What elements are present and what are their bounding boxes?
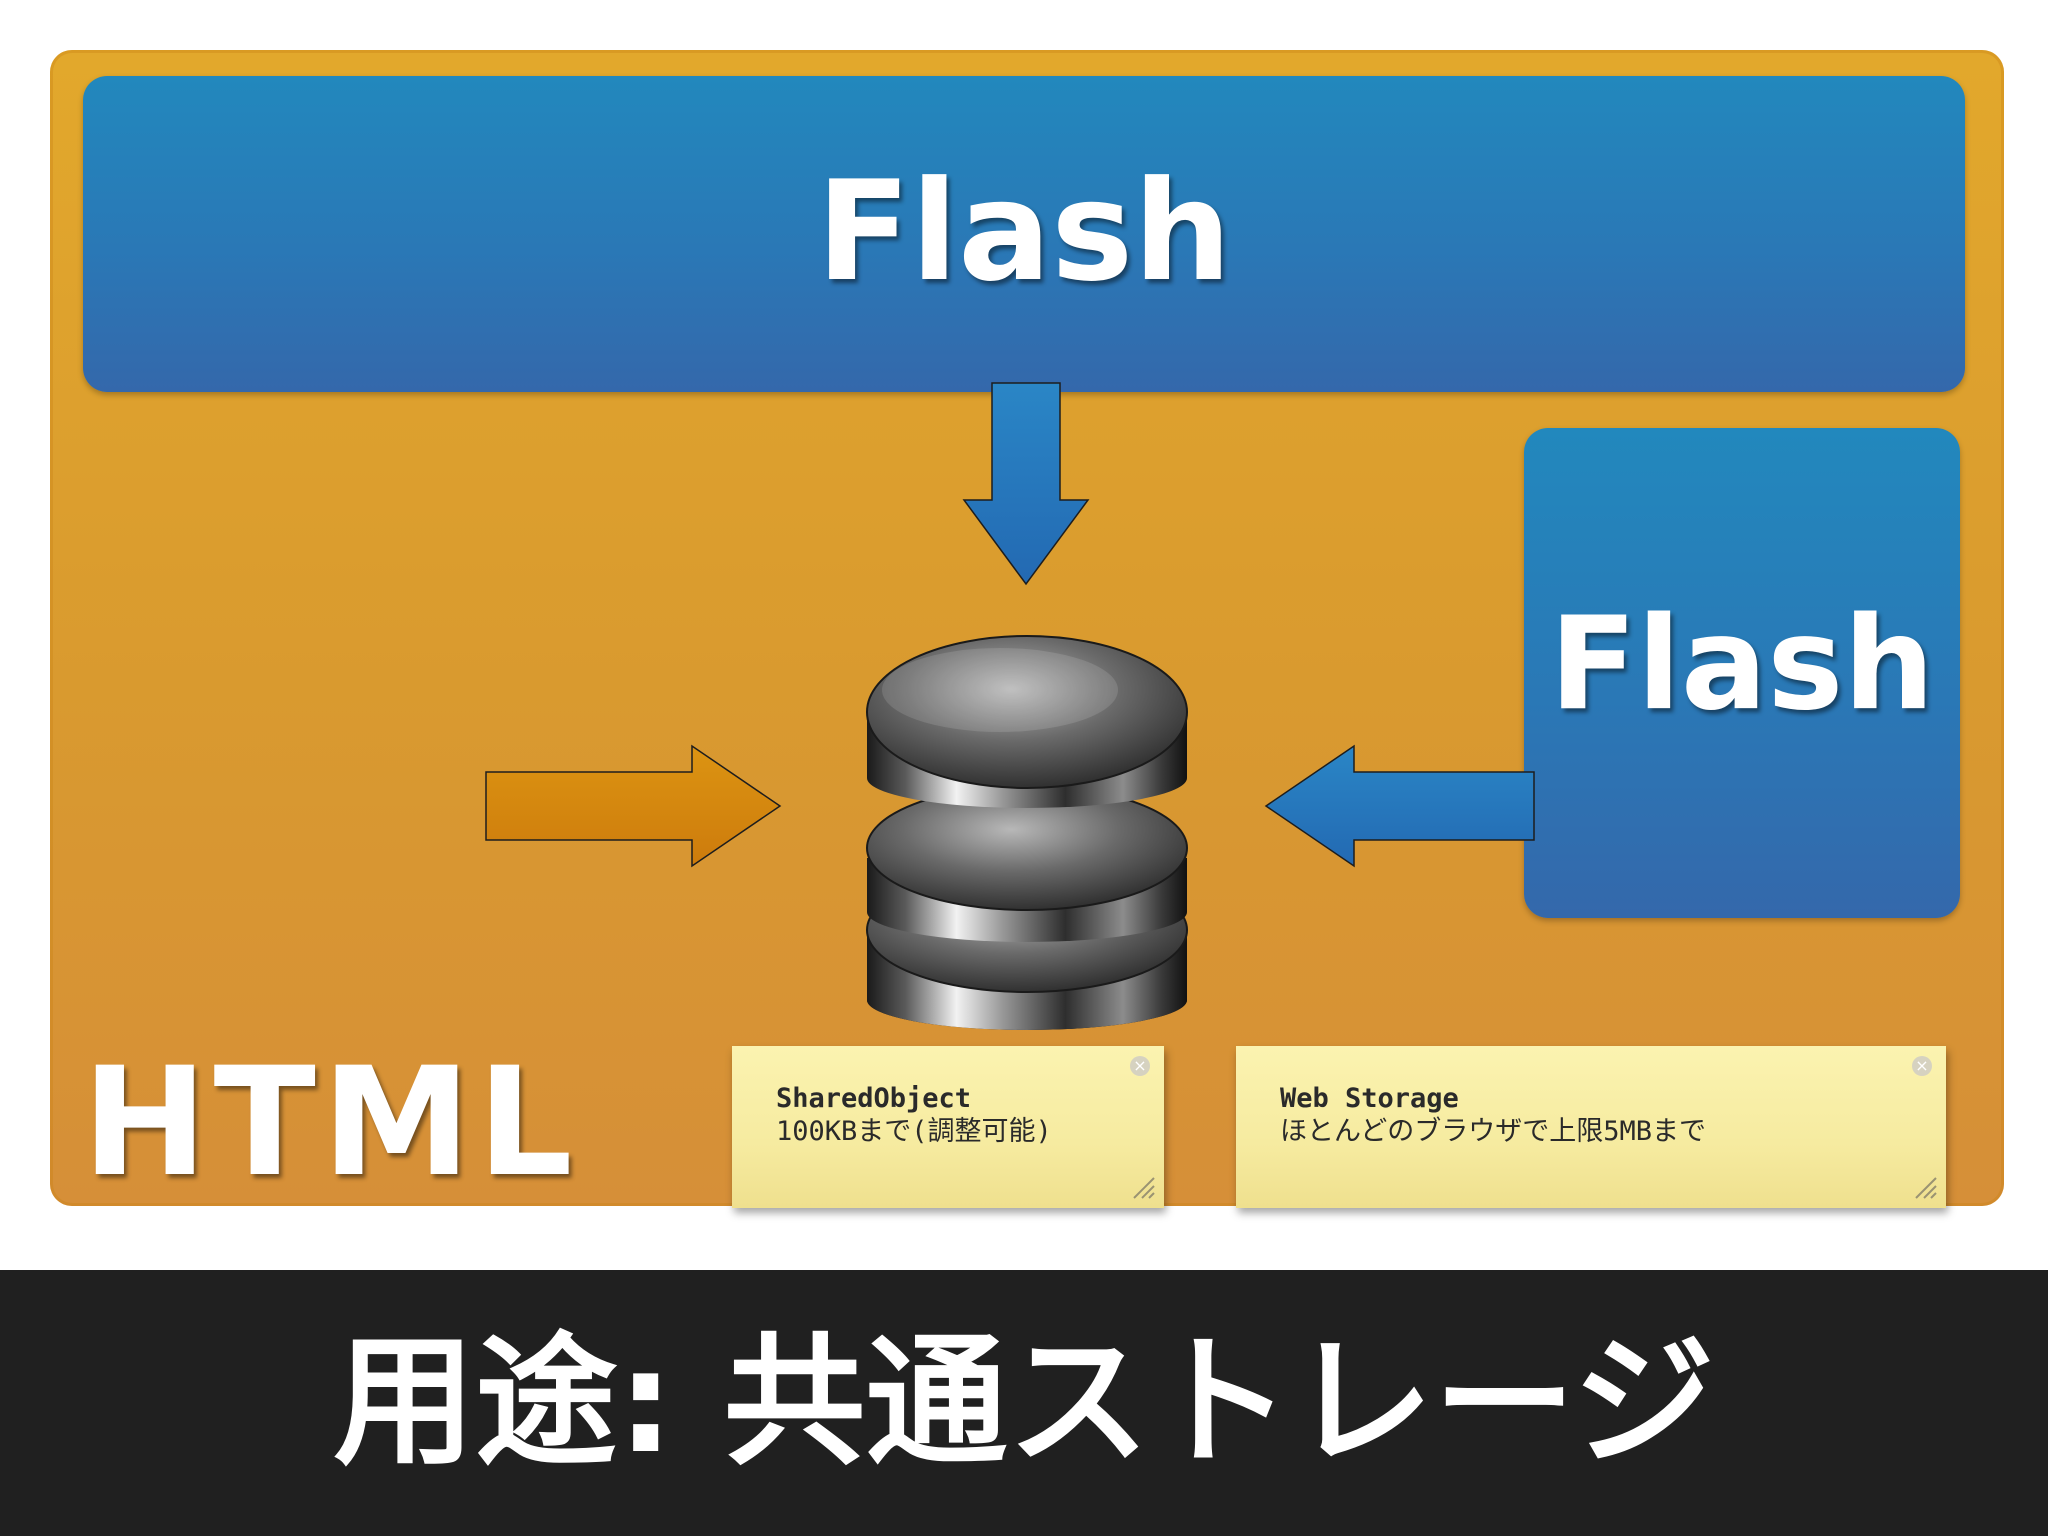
slide: Flash Flash	[50, 50, 2004, 1210]
note-title: SharedObject	[776, 1083, 972, 1114]
flash-top-label: Flash	[816, 151, 1232, 312]
arrow-right-orange	[485, 744, 782, 868]
resize-grip-icon[interactable]	[1912, 1174, 1938, 1200]
resize-grip-icon[interactable]	[1130, 1174, 1156, 1200]
arrow-left-blue	[1264, 744, 1535, 868]
flash-box-right: Flash	[1524, 428, 1960, 918]
note-text: SharedObject 100KBまで(調整可能)	[776, 1082, 1052, 1148]
flash-box-top: Flash	[83, 76, 1965, 392]
close-icon[interactable]: ×	[1912, 1056, 1932, 1076]
slide-caption: 用途: 共通ストレージ	[333, 1320, 1715, 1485]
html-container-label: HTML	[82, 1036, 579, 1210]
caption-bar: 用途: 共通ストレージ	[0, 1270, 2048, 1536]
arrow-down-blue	[962, 382, 1090, 586]
diagram-graphics	[485, 382, 1535, 1030]
note-body: ほとんどのブラウザで上限5MBまで	[1280, 1116, 1706, 1147]
note-title: Web Storage	[1280, 1083, 1459, 1114]
note-text: Web Storage ほとんどのブラウザで上限5MBまで	[1280, 1082, 1706, 1148]
flash-right-label: Flash	[1549, 590, 1935, 739]
sticky-note-sharedobject: × SharedObject 100KBまで(調整可能)	[732, 1046, 1164, 1208]
sticky-note-webstorage: × Web Storage ほとんどのブラウザで上限5MBまで	[1236, 1046, 1946, 1208]
note-body: 100KBまで(調整可能)	[776, 1116, 1052, 1147]
close-icon[interactable]: ×	[1130, 1056, 1150, 1076]
database-icon	[866, 635, 1188, 1030]
